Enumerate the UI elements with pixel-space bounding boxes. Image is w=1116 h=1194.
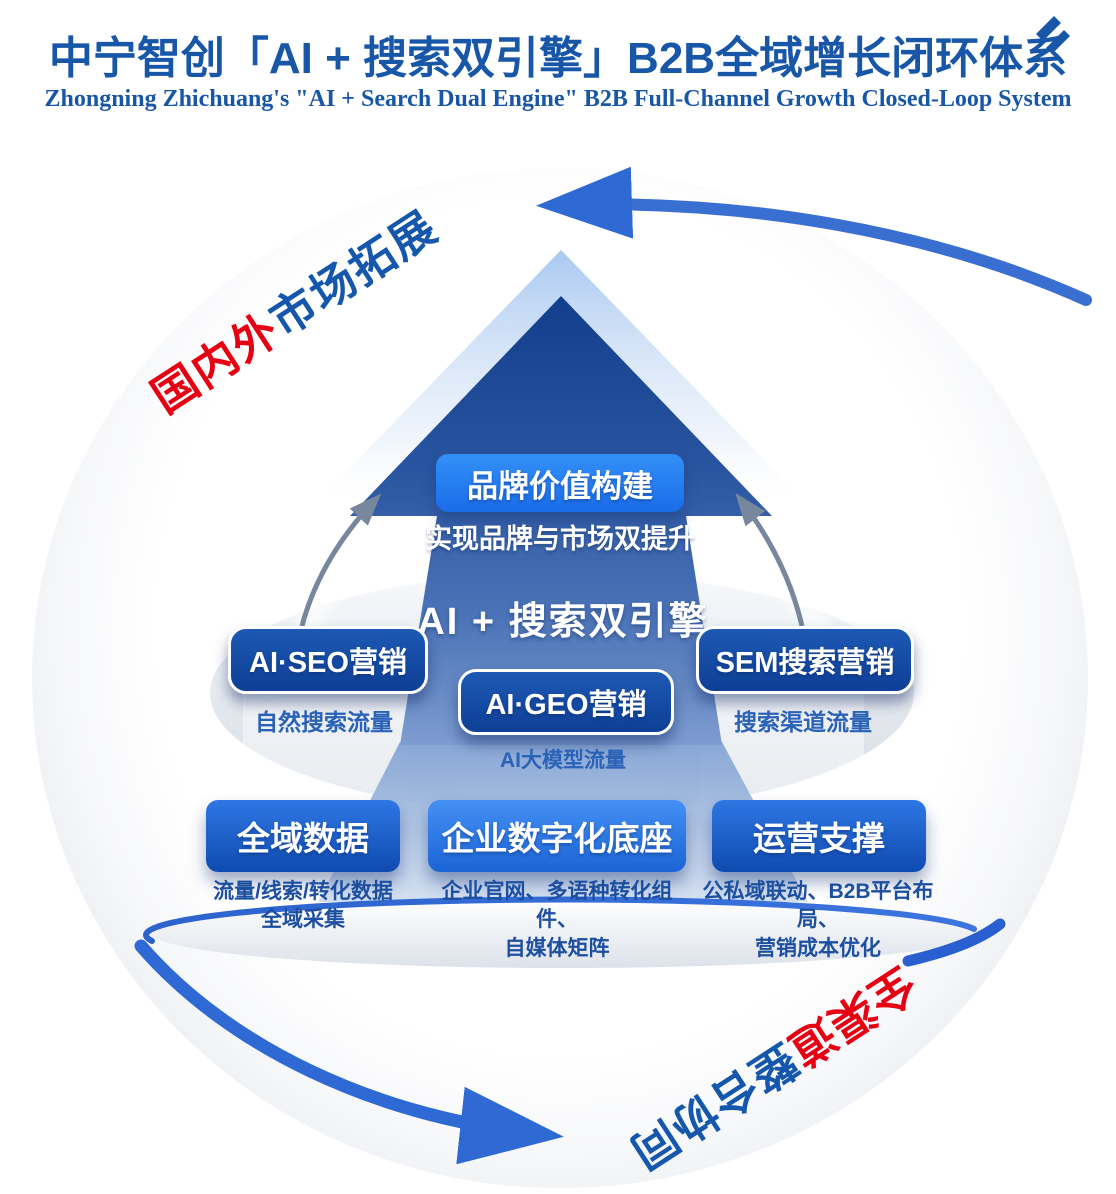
caption-organic-search-traffic: 自然搜索流量 xyxy=(255,709,393,735)
caption-search-channel-traffic: 搜索渠道流量 xyxy=(734,709,872,735)
dual-engine-heading: AI + 搜索双引擎 xyxy=(417,601,709,643)
base-platform-edge xyxy=(143,896,977,944)
base-caption-digital-line1: 企业官网、多语种转化组件、 xyxy=(441,880,673,932)
base-caption-data-line1: 流量/线索/转化数据 xyxy=(213,880,393,903)
up-arrow-left-icon xyxy=(299,493,382,627)
base-caption-ops-line1: 公私域联动、B2B平台布局、 xyxy=(702,880,934,932)
base-caption-data: 流量/线索/转化数据 全域采集 xyxy=(168,878,438,935)
base-caption-ops: 公私域联动、B2B平台布局、 营销成本优化 xyxy=(683,878,953,963)
base-caption-digital-line2: 自媒体矩阵 xyxy=(504,936,610,960)
brand-value-caption: 实现品牌与市场双提升 xyxy=(425,524,695,554)
pyramid-arrow xyxy=(350,296,772,745)
base-button-digital: 企业数字化底座 xyxy=(428,800,686,872)
base-button-data: 全域数据 xyxy=(206,800,400,872)
ai-seo-button: AI·SEO营销 xyxy=(228,626,428,694)
cycle-arrow-top xyxy=(536,166,1092,306)
base-caption-digital: 企业官网、多语种转化组件、 自媒体矩阵 xyxy=(422,878,692,963)
cycle-arrow-bottom xyxy=(134,939,564,1165)
base-platform-ellipse xyxy=(151,898,975,968)
caption-ai-model-traffic: AI大模型流量 xyxy=(500,749,626,772)
ai-geo-button: AI·GEO营销 xyxy=(458,669,674,735)
brand-value-button: 品牌价值构建 xyxy=(436,454,684,512)
page-title: 中宁智创「AI + 搜索双引擎」B2B全域增长闭环体系 xyxy=(48,34,1068,83)
up-arrow-right-icon xyxy=(735,493,805,627)
corner-logo-mark xyxy=(1036,16,1070,54)
base-caption-data-line2: 全域采集 xyxy=(261,908,345,932)
sem-button: SEM搜索营销 xyxy=(696,626,914,694)
page-subtitle: Zhongning Zhichuang's "AI + Search Dual … xyxy=(44,86,1072,112)
base-button-ops: 运营支撑 xyxy=(712,800,926,872)
base-caption-ops-line2: 营销成本优化 xyxy=(755,936,881,960)
